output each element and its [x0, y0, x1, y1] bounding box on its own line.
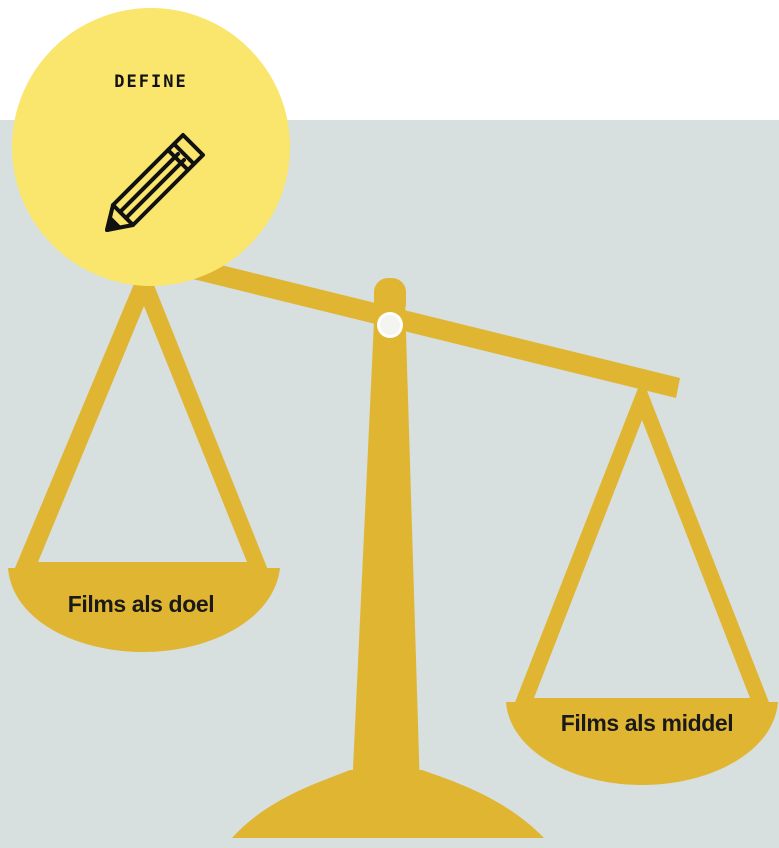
scale-base [232, 770, 544, 838]
badge-title: DEFINE [12, 72, 290, 92]
define-badge: DEFINE [12, 8, 290, 286]
scale-post [352, 300, 420, 790]
left-pan-label: Films als doel [68, 591, 215, 617]
pencil-icon [92, 120, 212, 240]
right-pan-label: Films als middel [561, 710, 734, 736]
